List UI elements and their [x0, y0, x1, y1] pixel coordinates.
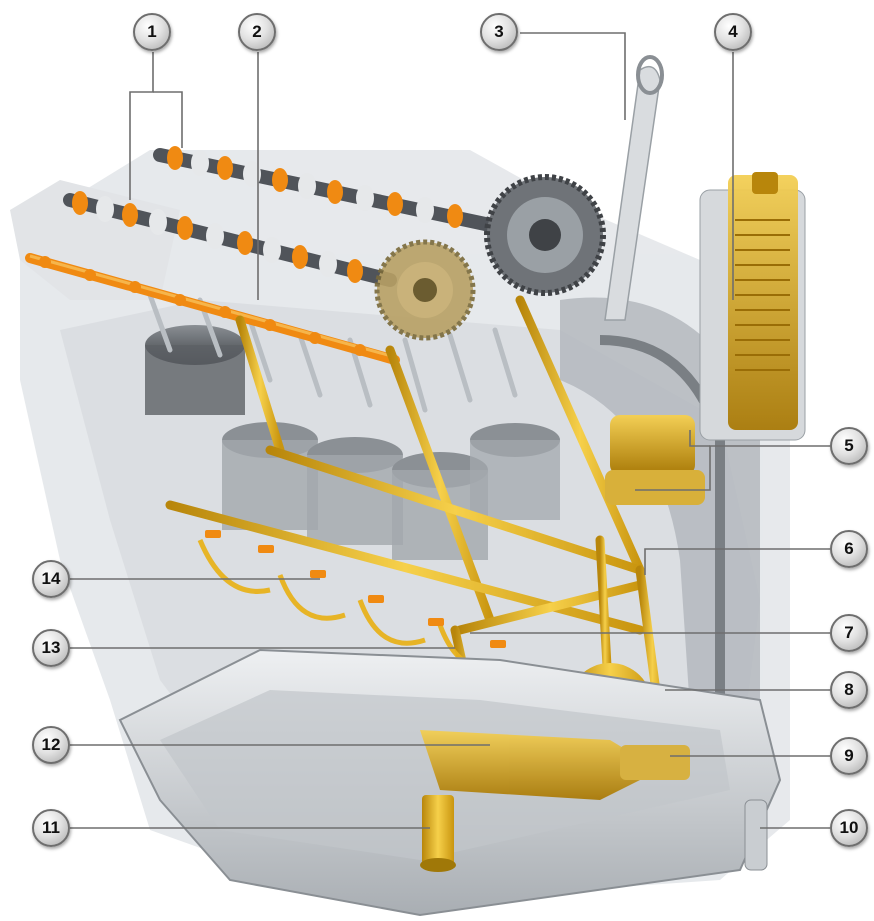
callout-9: 9: [830, 737, 868, 775]
callout-label-13: 13: [41, 638, 61, 657]
piston-cooling-jets: [205, 530, 506, 648]
callout-4: 4: [714, 13, 752, 51]
callout-8: 8: [830, 671, 868, 709]
callout-5: 5: [830, 427, 868, 465]
cam-sprocket-intake: [484, 174, 606, 296]
valves: [147, 292, 518, 413]
callout-label-2: 2: [252, 22, 262, 41]
callout-label-6: 6: [844, 539, 854, 558]
callout-13: 13: [32, 629, 70, 667]
callout-label-3: 3: [494, 22, 504, 41]
cam-oil-spray-bar: [25, 253, 400, 365]
callout-2: 2: [238, 13, 276, 51]
exhaust-camshaft: [63, 191, 397, 287]
callout-label-4: 4: [728, 22, 738, 41]
oil-pickup-tube: [420, 795, 456, 872]
callout-label-11: 11: [42, 818, 60, 837]
dipstick-tube: [604, 55, 664, 321]
callout-label-8: 8: [844, 680, 854, 699]
callout-label-10: 10: [839, 818, 859, 837]
cam-sprocket-exhaust: [374, 239, 476, 341]
callout-label-7: 7: [844, 623, 854, 642]
oil-level-sensor: [744, 799, 768, 871]
oil-filter-housing: [699, 172, 806, 441]
leader-lines: [70, 32, 830, 829]
callout-14: 14: [32, 560, 70, 598]
callout-3: 3: [480, 13, 518, 51]
callout-label-1: 1: [147, 22, 157, 41]
callout-label-14: 14: [41, 569, 61, 588]
oil-pump: [420, 730, 690, 800]
callout-label-12: 12: [41, 735, 61, 754]
callout-7: 7: [830, 614, 868, 652]
callout-label-9: 9: [844, 746, 854, 765]
callout-6: 6: [830, 530, 868, 568]
callout-1: 1: [133, 13, 171, 51]
callout-11: 11: [32, 809, 70, 847]
callout-10: 10: [830, 809, 868, 847]
callout-label-5: 5: [844, 436, 854, 455]
intake-camshaft: [153, 146, 497, 232]
vanos-solenoid: [605, 415, 705, 505]
callout-12: 12: [32, 726, 70, 764]
